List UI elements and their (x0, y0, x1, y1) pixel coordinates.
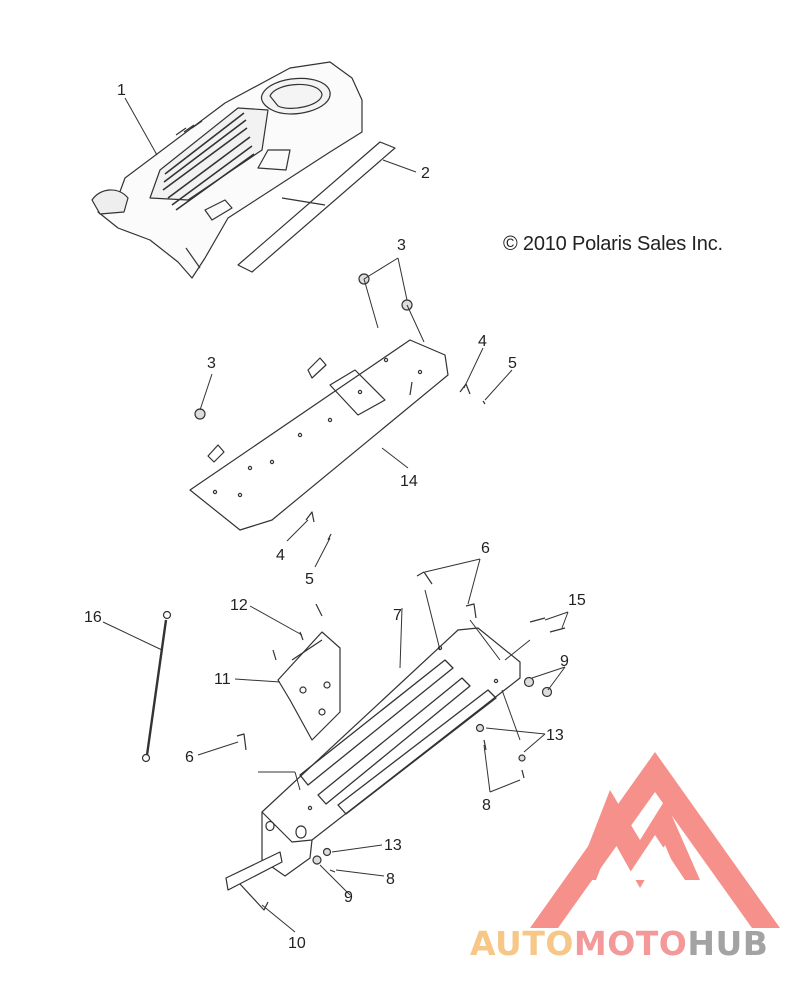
callout-3: 3 (207, 355, 216, 372)
callout-5: 5 (305, 571, 314, 588)
trim-strip-part (237, 141, 396, 273)
callout-1: 1 (117, 82, 126, 99)
callout-5: 5 (508, 355, 517, 372)
callout-14: 14 (400, 473, 418, 490)
svg-text:AUTOMOTOHUB: AUTOMOTOHUB (470, 924, 768, 963)
callout-8: 8 (482, 797, 491, 814)
leader-lines (102, 97, 569, 933)
callout-16: 16 (84, 609, 102, 626)
callout-labels: 1 2 3 3 4 5 14 4 5 6 16 12 15 9 11 7 13 … (84, 82, 586, 952)
callout-13: 13 (384, 837, 402, 854)
end-plate-part (225, 851, 283, 911)
callout-6: 6 (185, 749, 194, 766)
mount-bracket-part (277, 631, 341, 741)
callout-8: 8 (386, 871, 395, 888)
watermark-moto: MOTO (574, 924, 687, 963)
support-rod-part (141, 610, 172, 763)
copyright-notice: © 2010 Polaris Sales Inc. (503, 233, 723, 255)
callout-4: 4 (276, 547, 285, 564)
callout-3: 3 (397, 237, 406, 254)
floor-panel-part (189, 339, 449, 531)
seat-console-part (91, 61, 363, 279)
fasteners (194, 273, 566, 873)
callout-6: 6 (481, 540, 490, 557)
watermark-hub: HUB (687, 924, 768, 963)
lower-tray-part (261, 627, 521, 877)
automotohub-logo: AUTOMOTOHUB (470, 752, 780, 963)
callout-10: 10 (288, 935, 306, 952)
watermark-auto: AUTO (470, 924, 574, 963)
callout-9: 9 (344, 889, 353, 906)
callout-9: 9 (560, 653, 569, 670)
callout-15: 15 (568, 592, 586, 609)
callout-4: 4 (478, 333, 487, 350)
callout-12: 12 (230, 597, 248, 614)
callout-13: 13 (546, 727, 564, 744)
callout-11: 11 (214, 671, 231, 688)
callout-2: 2 (421, 165, 430, 182)
callout-7: 7 (393, 607, 402, 624)
